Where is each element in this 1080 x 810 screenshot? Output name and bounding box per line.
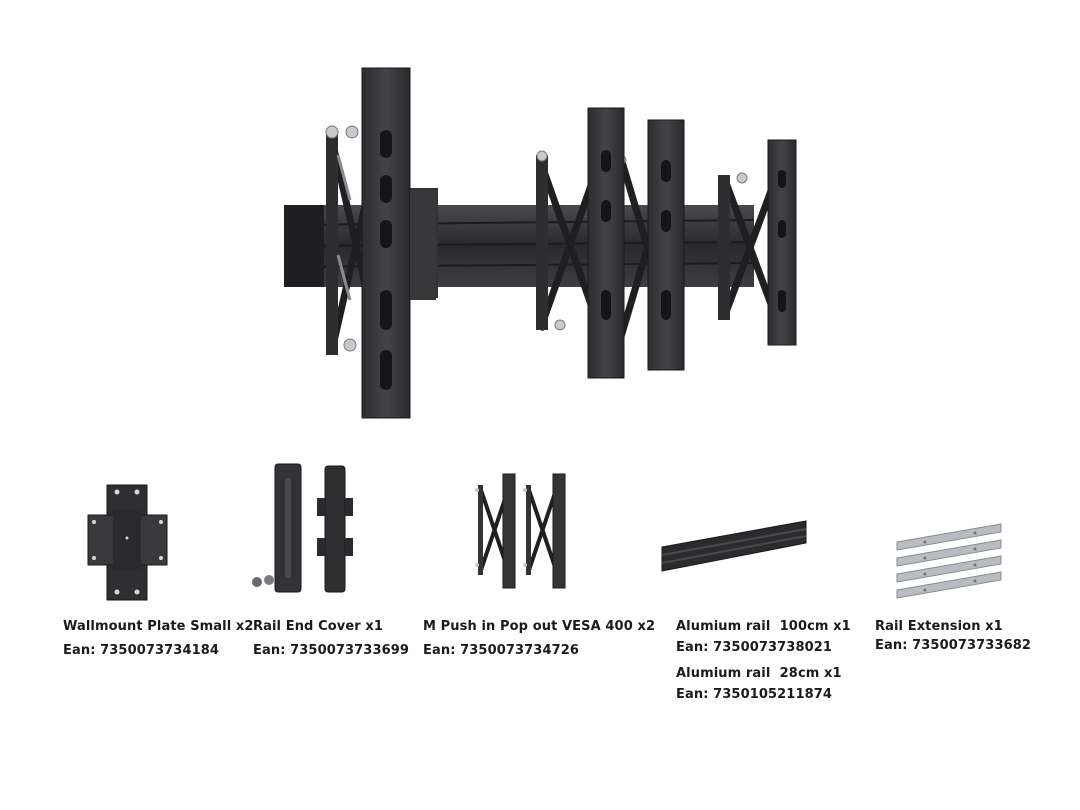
item-ean: Ean: 7350073734726 bbox=[423, 643, 580, 658]
push-in-pop-out-image bbox=[475, 473, 566, 589]
caption-rail-end-cover: Rail End Cover x1 Ean: 7350073733699 bbox=[253, 617, 409, 661]
caption-rail-extension: Rail Extension x1 Ean: 7350073733682 bbox=[875, 617, 1031, 656]
rail-extension-image bbox=[896, 523, 1002, 599]
item-name: M Push in Pop out VESA 400 x2 bbox=[423, 619, 656, 634]
caption-aluminium-rail-28: Alumium rail 28cm x1 Ean: 7350105211874 bbox=[676, 664, 842, 705]
assembled-mount-image bbox=[283, 67, 797, 419]
item-ean: Ean: 7350073738021 bbox=[676, 640, 833, 655]
item-name: Rail End Cover x1 bbox=[253, 619, 384, 634]
item-name: Alumium rail 28cm x1 bbox=[676, 666, 842, 681]
rail-end-cover-image bbox=[252, 463, 353, 593]
item-ean: Ean: 7350073733699 bbox=[253, 643, 410, 658]
aluminium-rail-image bbox=[661, 520, 807, 572]
item-name: Wallmount Plate Small x2 bbox=[63, 619, 254, 634]
item-ean: Ean: 7350105211874 bbox=[676, 687, 833, 702]
caption-aluminium-rail-100: Alumium rail 100cm x1 Ean: 7350073738021 bbox=[676, 617, 851, 658]
caption-push-in-pop-out: M Push in Pop out VESA 400 x2 Ean: 73500… bbox=[423, 617, 655, 661]
item-name: Rail Extension x1 bbox=[875, 619, 1003, 634]
wallmount-plate-image bbox=[87, 484, 168, 601]
item-ean: Ean: 7350073734184 bbox=[63, 643, 220, 658]
caption-wallmount-plate: Wallmount Plate Small x2 Ean: 7350073734… bbox=[63, 617, 254, 661]
item-name: Alumium rail 100cm x1 bbox=[676, 619, 851, 634]
item-ean: Ean: 7350073733682 bbox=[875, 638, 1032, 653]
